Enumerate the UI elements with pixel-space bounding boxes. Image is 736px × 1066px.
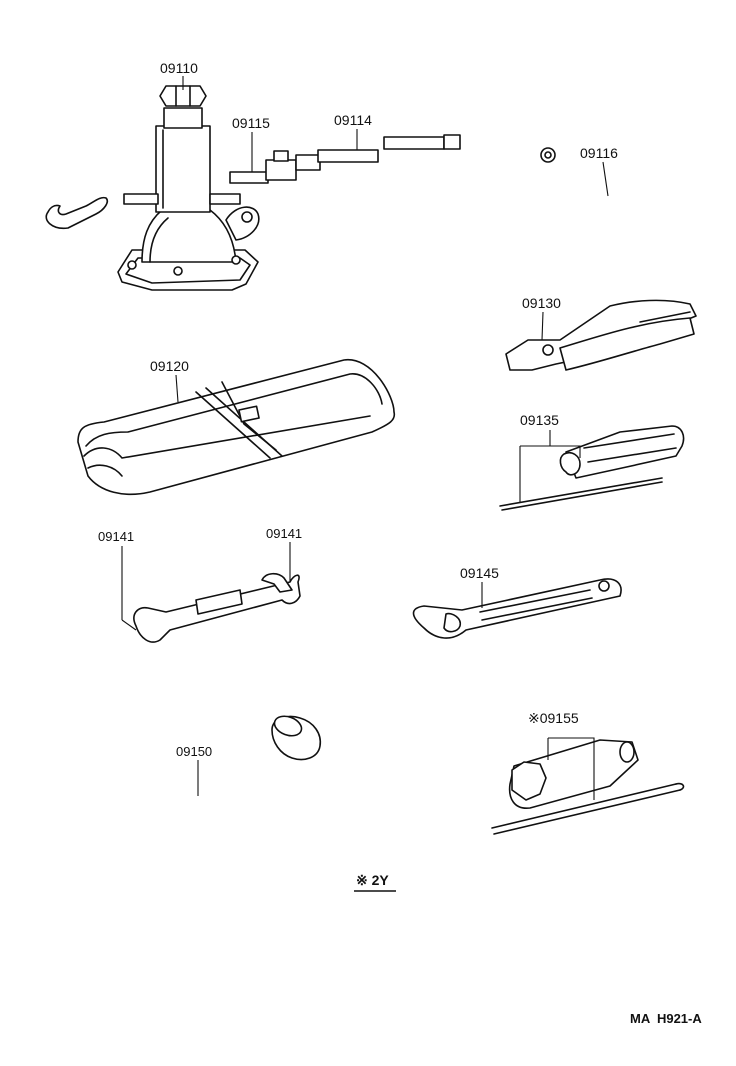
label-09115: 09115: [232, 115, 270, 131]
drawing-code: MA H921-A: [630, 1011, 702, 1026]
jack-handle-rod-illustration: [229, 150, 321, 184]
pliers-illustration: [505, 299, 697, 371]
spark-plug-wrench-illustration: [491, 739, 685, 835]
adjustable-wrench-illustration: [412, 578, 622, 639]
wheel-nut-wrench-illustration: [59, 715, 357, 839]
screwdriver-illustration: [499, 425, 685, 511]
label-09155: ※09155: [528, 710, 579, 726]
jack-illustration: [45, 85, 260, 291]
label-09141-right: 09141: [266, 526, 302, 541]
label-09141-left: 09141: [98, 529, 134, 544]
label-09145: 09145: [460, 565, 499, 581]
label-09135: 09135: [520, 412, 559, 428]
jack-handle-extension-illustration: [317, 134, 461, 163]
note-2y: ※ 2Y: [356, 872, 389, 888]
wrench-pair-illustration: [133, 572, 301, 643]
label-09116: 09116: [580, 145, 618, 161]
jack-handle-bent-illustration: [495, 107, 699, 229]
label-09114: 09114: [334, 112, 372, 128]
label-09110: 09110: [160, 60, 198, 76]
label-09120: 09120: [150, 358, 189, 374]
label-09150: 09150: [176, 744, 212, 759]
tool-bag-illustration: [77, 359, 396, 496]
label-09130: 09130: [522, 295, 561, 311]
